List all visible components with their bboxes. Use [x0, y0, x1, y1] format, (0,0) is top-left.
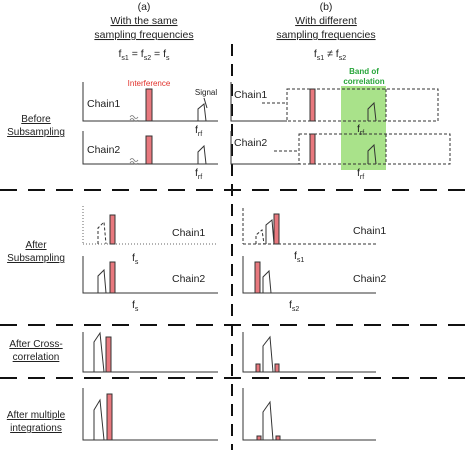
interference-bar: [309, 88, 316, 122]
rf-signal-b2: [367, 143, 377, 165]
aliased-signal-a2: [97, 268, 107, 294]
column-title-left-line2: sampling frequencies: [94, 29, 193, 41]
svg-text:Subsampling: Subsampling: [7, 127, 65, 138]
row-label-multi: After multiple integrations: [7, 410, 66, 434]
fs-label-a1: fs: [132, 252, 139, 266]
interference-bar: [145, 135, 153, 165]
rf-signal-b1: [367, 101, 377, 122]
frf-label-b1: frf: [357, 123, 364, 137]
interference-residue: [274, 363, 280, 373]
panel-b-after: Chain1 fs1 Chain2 fs2: [242, 208, 386, 313]
signal-label: Signal: [195, 88, 217, 97]
panel-b-before: Band of correlation Chain1 frf Chain2 fr…: [230, 67, 451, 181]
axis-b-chain2: [230, 131, 299, 165]
equation-right: fs1 ≠ fs2: [314, 48, 346, 62]
interference-residue: [255, 363, 261, 373]
fs-label-a2: fs: [132, 299, 139, 313]
interference-label: Interference: [128, 79, 171, 88]
panel-a-before: Interference Signal Chain1 frf Chain2 fr…: [82, 79, 218, 181]
svg-text:After: After: [25, 240, 47, 251]
axis-a-chain2: [82, 131, 218, 165]
svg-text:integrations: integrations: [10, 423, 62, 434]
column-letter-a: (a): [138, 1, 151, 13]
band-of-correlation: [341, 86, 386, 170]
column-header-right: (b) With different sampling frequencies …: [276, 1, 375, 62]
frf-label-a1: frf: [195, 124, 202, 138]
axis-a-chain1: [82, 82, 218, 122]
frf-label-a2: frf: [195, 167, 202, 181]
interference-residue: [275, 435, 281, 441]
aliased-signal-b1a: [255, 229, 265, 245]
column-title-left-line1: With the same: [110, 15, 177, 27]
chain1-label-a: Chain1: [87, 98, 120, 110]
panel-b-cross: [242, 332, 376, 373]
interference-bar: [105, 336, 112, 373]
chain1-band-box: [286, 88, 439, 122]
chain2-label-a: Chain2: [87, 144, 120, 156]
interference-bar: [145, 88, 153, 122]
interference-bar: [109, 214, 116, 245]
chain2-label-b: Chain2: [234, 137, 267, 149]
panel-b-multi: [242, 388, 376, 441]
axis-break-icon: [129, 158, 139, 165]
signal-pointer: [203, 97, 208, 109]
interference-bar: [106, 393, 113, 441]
column-letter-b: (b): [320, 1, 333, 13]
svg-text:correlation: correlation: [13, 352, 60, 363]
chain1-label-b-after: Chain1: [353, 225, 386, 237]
svg-text:After Cross-: After Cross-: [9, 339, 62, 350]
panel-a-multi: [82, 388, 218, 441]
axis-b-chain1: [230, 82, 287, 122]
frf-label-b2: frf: [357, 167, 364, 181]
panel-a-after: Chain1 fs Chain2 fs: [82, 206, 218, 313]
axis-break-icon: [129, 115, 139, 122]
integrated-signal-b: [262, 400, 274, 441]
column-header-left: (a) With the same sampling frequencies f…: [94, 1, 193, 62]
svg-text:Subsampling: Subsampling: [7, 253, 65, 264]
interference-bar: [109, 261, 116, 294]
chain1-label-a-after: Chain1: [172, 227, 205, 239]
aliased-signal-b2: [262, 269, 272, 294]
svg-text:Before: Before: [21, 114, 51, 125]
panel-a-cross: [82, 331, 218, 373]
band-label-line1: Band of: [349, 67, 379, 76]
fs1-label: fs1: [294, 250, 304, 264]
axis-b-chain2-after: [242, 256, 376, 294]
rf-signal-a1: [197, 103, 207, 122]
integrated-signal-a: [93, 398, 105, 441]
row-label-after: After Subsampling: [7, 240, 65, 264]
chain1-label-b: Chain1: [234, 89, 267, 101]
band-label-line2: correlation: [343, 77, 384, 86]
correlated-signal-a: [93, 331, 105, 373]
column-title-right-line2: sampling frequencies: [276, 29, 375, 41]
chain2-band-box: [298, 133, 451, 165]
interference-bar: [254, 261, 261, 294]
chain2-label-b-after: Chain2: [353, 273, 386, 285]
correlated-signal-b: [262, 335, 274, 373]
row-label-cross: After Cross- correlation: [9, 339, 62, 363]
interference-residue: [256, 435, 262, 441]
aliased-signal-a1: [97, 220, 107, 245]
row-label-before: Before Subsampling: [7, 114, 65, 138]
rf-signal-a2: [197, 144, 207, 165]
aliased-signal-b1b: [265, 219, 275, 245]
equation-left: fs1 = fs2 = fs: [118, 48, 170, 62]
interference-bar: [309, 133, 316, 165]
column-title-right-line1: With different: [295, 15, 357, 27]
axis-a-chain2-after: [82, 256, 218, 294]
interference-bar: [273, 213, 280, 245]
fs2-label: fs2: [289, 299, 299, 313]
chain2-label-a-after: Chain2: [172, 273, 205, 285]
svg-text:After multiple: After multiple: [7, 410, 66, 421]
